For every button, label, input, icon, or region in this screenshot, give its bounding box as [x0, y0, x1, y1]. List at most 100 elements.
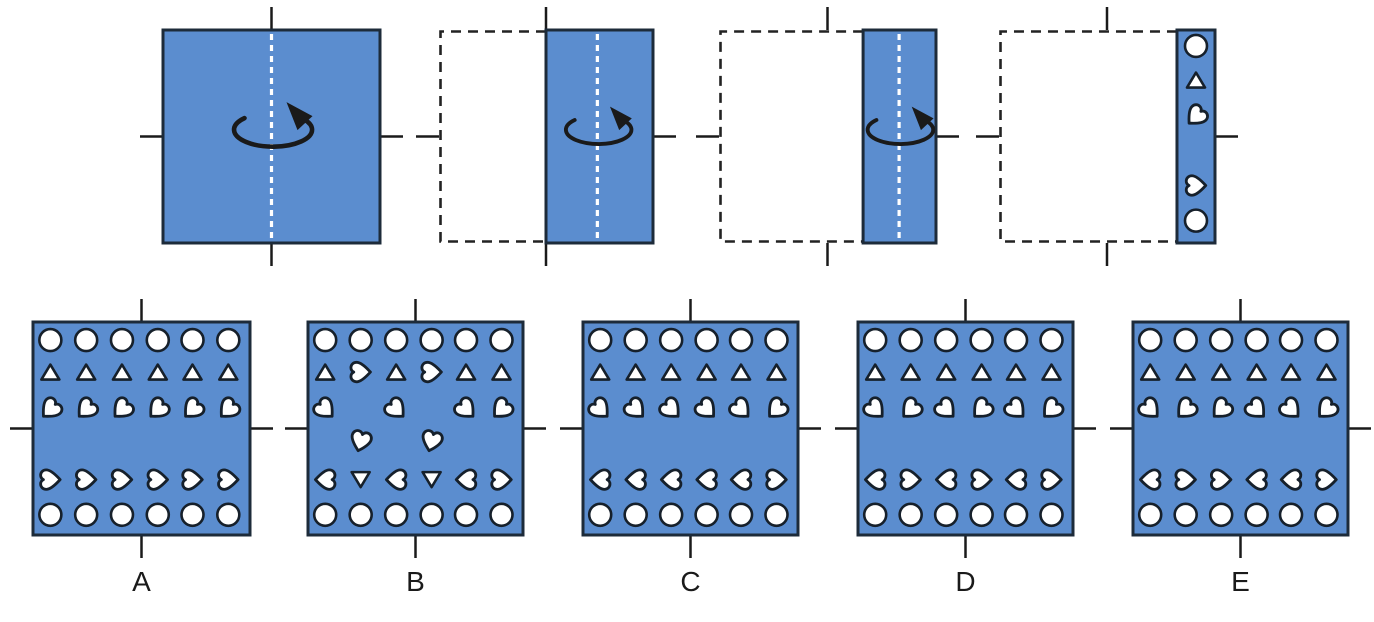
punch-triangle-icon	[696, 363, 717, 381]
punch-triangle-icon	[1280, 363, 1302, 381]
punch-heart-icon	[765, 468, 788, 491]
punch-circle-icon	[1137, 502, 1163, 528]
punch-heart-icon	[146, 468, 169, 491]
punch-circle-icon	[694, 502, 719, 528]
punch-triangle-icon	[40, 363, 61, 381]
punch-heart-icon	[217, 468, 240, 491]
punch-heart-icon	[184, 396, 206, 418]
punch-circle-icon	[453, 502, 479, 528]
punch-heart-icon	[1209, 468, 1233, 491]
punch-circle-icon	[109, 502, 135, 528]
punch-heart-icon	[622, 396, 645, 418]
punch-heart-icon	[695, 468, 718, 491]
punch-triangle-icon	[730, 363, 752, 381]
punch-heart-icon	[149, 396, 171, 418]
punch-heart-icon	[41, 396, 64, 418]
punch-triangle-icon	[491, 363, 512, 381]
option-d-square[interactable]	[835, 299, 1096, 558]
folded-paper-blue-region	[1175, 28, 1217, 245]
punch-triangle-icon	[625, 363, 646, 381]
punch-heart-icon	[384, 468, 408, 491]
punch-heart-icon	[75, 468, 98, 491]
punch-heart-icon	[219, 396, 242, 418]
punch-heart-icon	[1187, 103, 1209, 125]
punch-triangle-icon	[864, 363, 886, 381]
option-a-square[interactable]	[10, 299, 273, 558]
punch-circle-icon	[1173, 502, 1198, 528]
punch-heart-icon	[1139, 468, 1162, 491]
punch-circle-icon	[1278, 327, 1304, 353]
punch-circle-icon	[898, 327, 923, 353]
punch-heart-icon	[693, 396, 716, 418]
punch-heart-icon	[1174, 468, 1197, 491]
punch-heart-icon	[349, 360, 372, 384]
option-c-label[interactable]: C	[680, 566, 701, 597]
punch-circle-icon	[1314, 327, 1339, 353]
punch-heart-icon	[493, 396, 515, 418]
crosshair-tick-marks	[140, 7, 403, 266]
crosshair-tick-marks	[560, 299, 821, 558]
folded-paper-blue-region	[544, 28, 655, 245]
punch-circle-icon	[694, 327, 719, 353]
punch-circle-icon	[453, 327, 479, 353]
option-e-square[interactable]	[1110, 299, 1371, 558]
punch-circle-icon	[383, 502, 409, 528]
punch-heart-icon	[1043, 396, 1065, 418]
punch-circle-icon	[1039, 502, 1064, 528]
punch-circle-icon	[764, 327, 789, 353]
option-b-label[interactable]: B	[406, 566, 425, 597]
punch-triangle-icon	[660, 363, 682, 381]
crosshair-tick-marks	[976, 7, 1238, 266]
option-a-label[interactable]: A	[132, 566, 151, 597]
punch-heart-icon	[973, 396, 995, 418]
punch-heart-icon	[453, 396, 475, 418]
punch-circle-icon	[1137, 327, 1163, 353]
punch-heart-icon	[1040, 468, 1063, 491]
unfolded-paper-dashed-outline	[439, 30, 546, 243]
punch-heart-icon	[1177, 396, 1199, 418]
option-paper-square	[1131, 320, 1350, 537]
punch-heart-icon	[659, 468, 683, 491]
punch-circle-icon	[933, 327, 959, 353]
rotation-arrow-icon	[231, 102, 315, 149]
fold-step-3	[696, 7, 959, 266]
option-b-square[interactable]	[285, 299, 546, 558]
punch-heart-icon	[314, 468, 337, 491]
punch-circle-icon	[862, 327, 888, 353]
punch-heart-icon	[181, 468, 204, 491]
punch-circle-icon	[216, 502, 241, 528]
punch-triangle-icon	[111, 363, 133, 381]
option-d-label[interactable]: D	[955, 566, 976, 597]
punch-circle-icon	[898, 502, 923, 528]
punch-circle-icon	[1003, 502, 1029, 528]
punch-triangle-icon	[1210, 363, 1232, 381]
fold-step-4-punched-strip	[976, 7, 1238, 266]
punch-heart-icon	[490, 468, 513, 491]
punch-circle-icon	[38, 502, 63, 528]
punch-triangle-icon	[935, 363, 957, 381]
punch-triangle-icon	[1005, 363, 1027, 381]
punch-triangle-icon	[455, 363, 477, 381]
punch-heart-icon	[1318, 396, 1340, 418]
punch-circle-icon	[489, 327, 514, 353]
punch-heart-icon	[1212, 396, 1235, 418]
punch-circle-icon	[1183, 33, 1209, 59]
punch-circle-icon	[1003, 327, 1029, 353]
punch-heart-icon	[420, 360, 443, 384]
punch-circle-icon	[180, 327, 205, 353]
punch-triangle-icon	[971, 363, 992, 381]
punch-circle-icon	[312, 502, 338, 528]
crosshair-tick-marks	[1110, 299, 1371, 558]
punch-triangle-icon	[1139, 363, 1161, 381]
option-c-square[interactable]	[560, 299, 821, 558]
punch-circle-icon	[419, 502, 444, 528]
option-e-label[interactable]: E	[1231, 566, 1250, 597]
punch-circle-icon	[109, 327, 135, 353]
punch-circle-icon	[419, 327, 444, 353]
punch-circle-icon	[658, 327, 684, 353]
punch-triangle-icon	[766, 363, 787, 381]
punch-triangle-icon	[1175, 363, 1196, 381]
punch-heart-icon	[1243, 396, 1266, 418]
punch-circle-icon	[348, 327, 373, 353]
